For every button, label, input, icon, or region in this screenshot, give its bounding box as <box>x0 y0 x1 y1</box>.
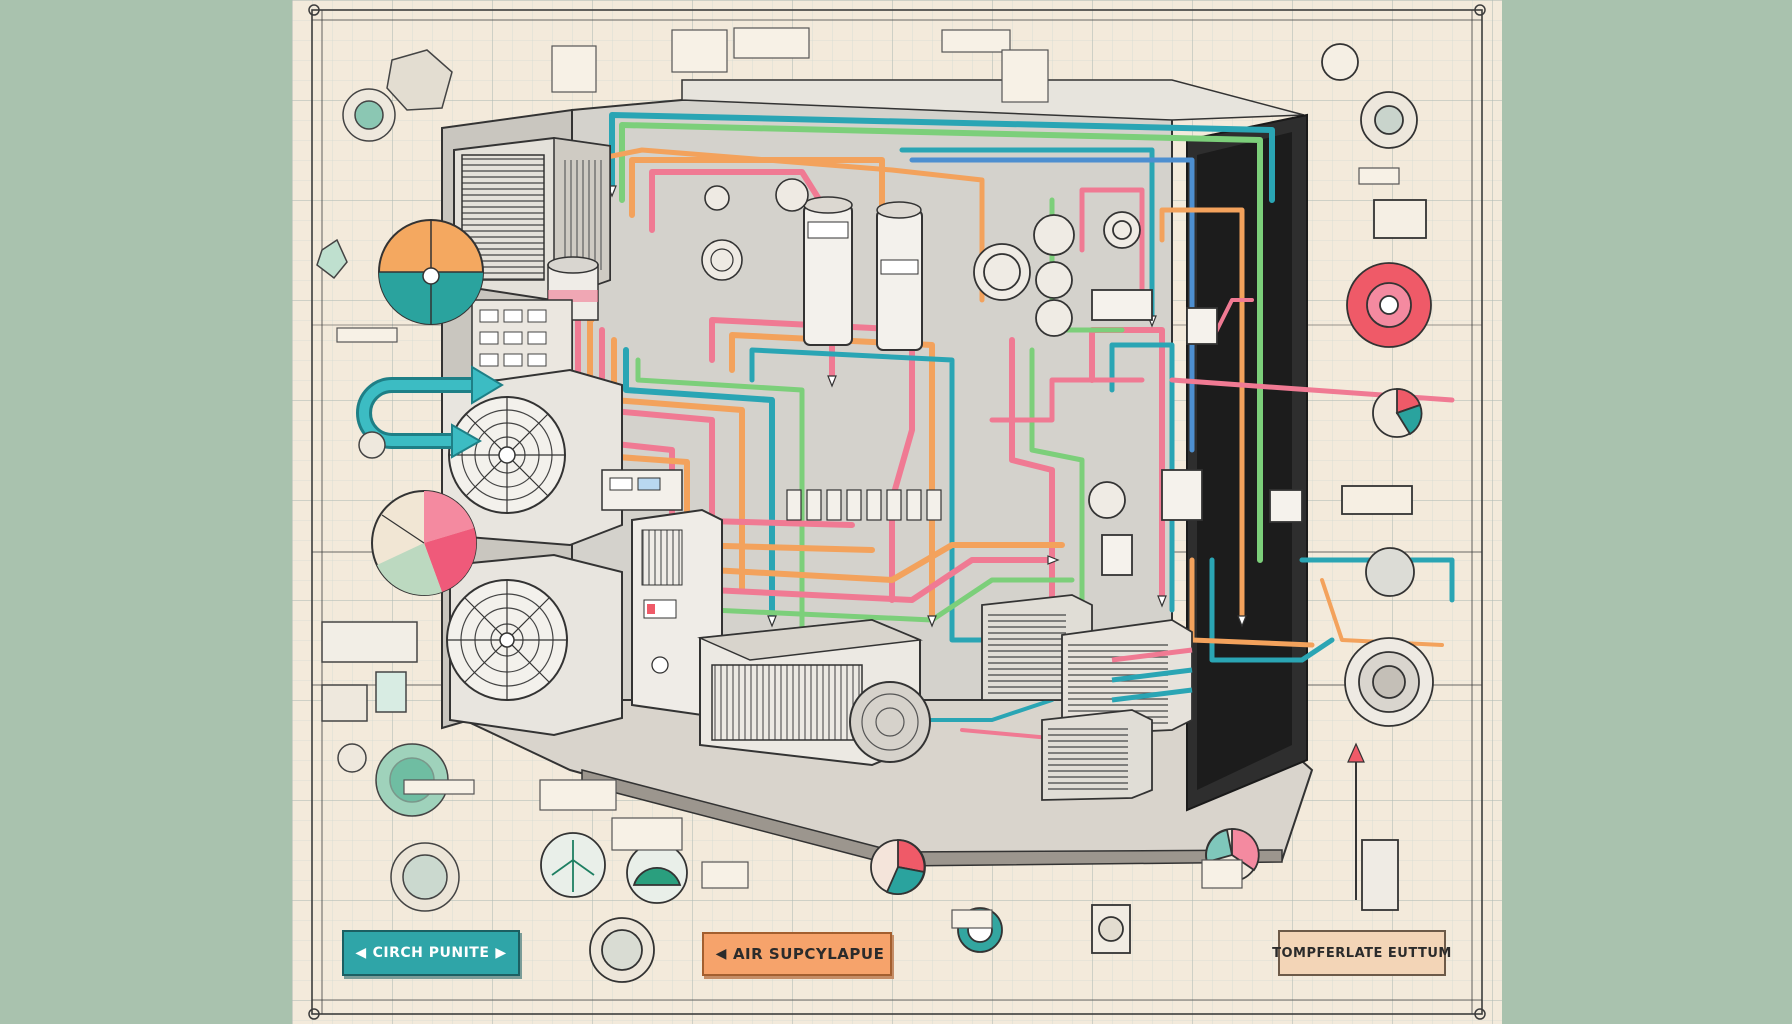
left-arrow-icon: ◀ <box>715 946 727 962</box>
compressor-unit <box>697 618 931 767</box>
breaker-panel <box>601 469 683 511</box>
breaker-row <box>786 489 942 521</box>
hvac-diagram-illustration <box>292 0 1502 1024</box>
heat-exchanger-coils <box>981 594 1193 801</box>
annotation-tags <box>336 27 1400 929</box>
red-supply-arrow <box>1347 742 1365 900</box>
condenser-fan-upper <box>441 368 623 547</box>
pressure-gauges <box>973 211 1303 576</box>
side-icons-left <box>316 49 460 912</box>
condenser-fan-lower <box>446 553 623 737</box>
air-supcylapue-button[interactable]: ◀ AIR SUPCYLAPUE <box>702 932 892 976</box>
air-supcylapue-label: AIR SUPCYLAPUE <box>732 945 885 963</box>
tompferlate-euttum-label: TOMPFERLATE EUTTUM <box>1272 945 1452 961</box>
pie-chart-teal <box>378 219 484 325</box>
control-panel-left <box>471 299 573 381</box>
circh-punite-button[interactable]: ◀ CIRCH PUNITE ▶ <box>342 930 520 976</box>
cabinet-top-edge <box>681 79 1305 121</box>
right-side-icons <box>1321 43 1434 911</box>
refrigerant-tanks <box>701 178 923 351</box>
circh-punite-label: CIRCH PUNITE <box>372 945 490 961</box>
right-arrow-icon: ▶ <box>495 945 507 961</box>
hvac-diagram-poster: ◀ CIRCH PUNITE ▶ ◀ AIR SUPCYLAPUE TOMPFE… <box>292 0 1502 1024</box>
tompferlate-euttum-button[interactable]: TOMPFERLATE EUTTUM <box>1272 930 1451 976</box>
pie-chart-pink <box>371 490 477 596</box>
left-arrow-icon: ◀ <box>355 945 367 961</box>
